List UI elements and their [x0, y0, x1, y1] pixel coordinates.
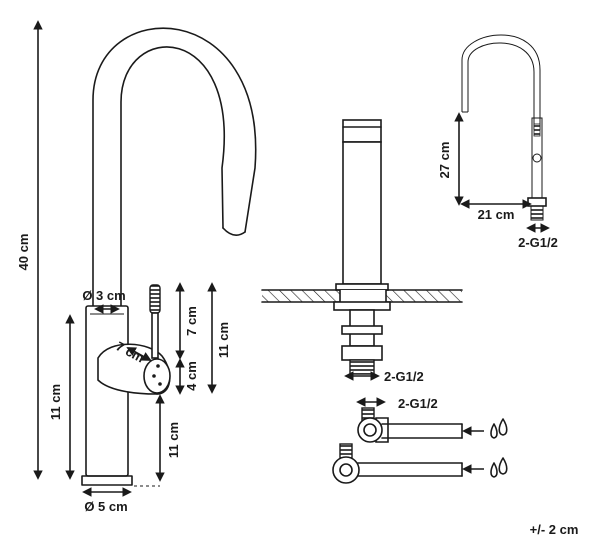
label-body-height-right: 11 cm [166, 422, 181, 458]
dimension-upper-span: 11 cm [207, 282, 231, 394]
label-lever-offset: 4 cm [184, 361, 199, 391]
dimension-body-height-right: 11 cm [155, 394, 181, 482]
dimension-thumb-width: 21 cm [460, 199, 532, 222]
dimension-spout-diameter: Ø 3 cm [82, 288, 126, 314]
label-connector-top: 2-G1/2 [384, 369, 424, 384]
label-base-diameter: Ø 5 cm [84, 499, 127, 514]
pull-down-faucet-thumbnail [461, 34, 547, 221]
dimension-base-diameter: Ø 5 cm [82, 487, 132, 514]
dimension-connector-top: 2-G1/2 [344, 369, 424, 384]
supply-hoses [332, 407, 463, 484]
flow-indicators [462, 418, 508, 478]
dimension-total-height: 40 cm [16, 20, 43, 480]
dimension-body-height-left: 11 cm [48, 314, 75, 480]
main-faucet-drawing [81, 27, 257, 487]
label-total-height: 40 cm [16, 234, 31, 271]
dimension-connector-mid: 2-G1/2 [356, 396, 438, 411]
label-connector-mid: 2-G1/2 [398, 396, 438, 411]
label-thumb-connector: 2-G1/2 [518, 235, 558, 250]
label-thumb-width: 21 cm [478, 207, 515, 222]
dimension-lever-offset: 4 cm [175, 358, 199, 395]
label-thumb-height: 27 cm [437, 142, 452, 179]
dimension-thumb-height: 27 cm [437, 112, 464, 206]
dimension-lever-height: 7 cm [175, 282, 199, 360]
water-drops-icon [490, 457, 508, 478]
label-spout-diameter: Ø 3 cm [82, 288, 125, 303]
mounting-cross-section [261, 119, 463, 375]
tolerance-note: +/- 2 cm [530, 522, 579, 537]
label-lever-height: 7 cm [184, 306, 199, 336]
label-upper-span: 11 cm [216, 322, 231, 358]
label-body-height-left: 11 cm [48, 384, 63, 420]
dimension-thumb-connector: 2-G1/2 [518, 223, 558, 250]
water-drops-icon [490, 418, 508, 439]
